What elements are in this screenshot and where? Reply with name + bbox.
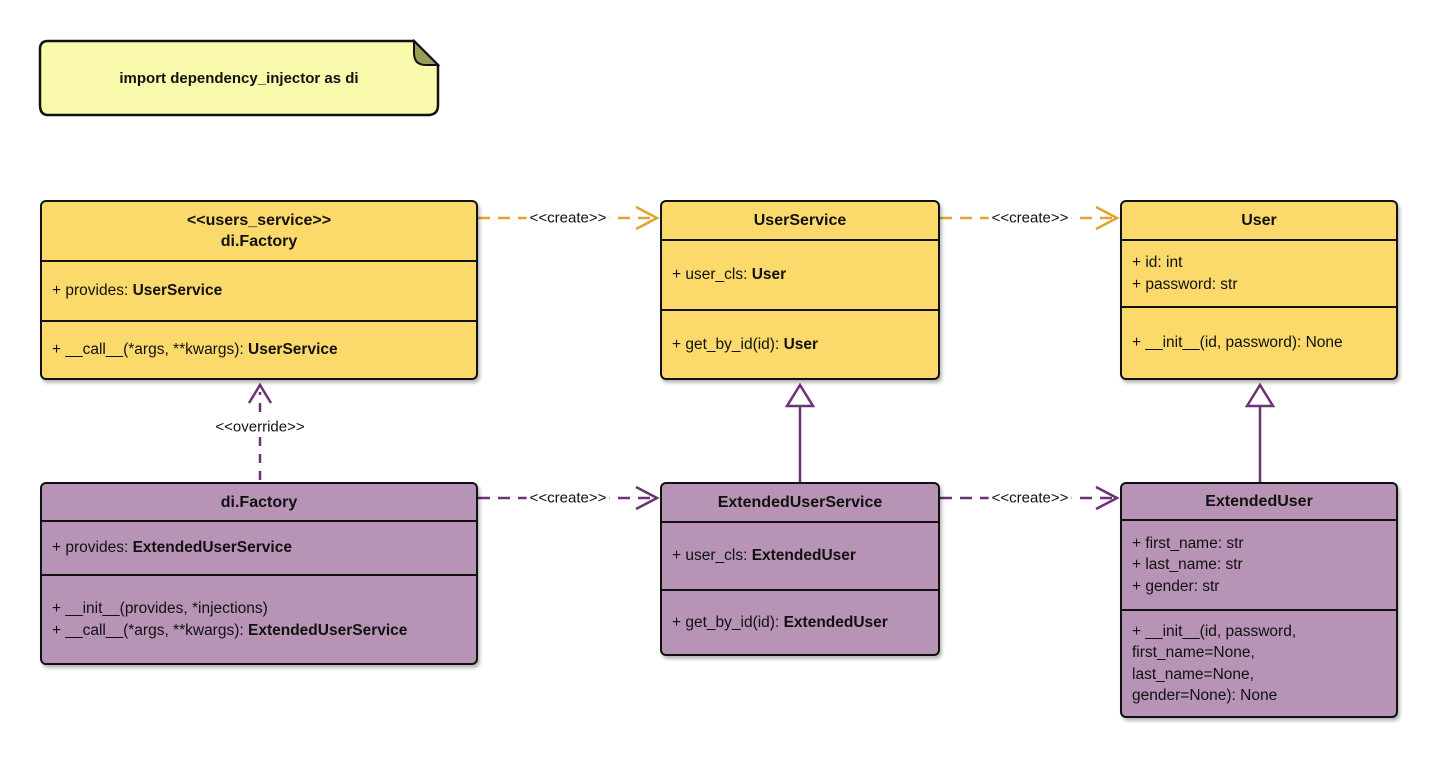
class-box-extendeduserservice: ExtendedUserService + user_cls: Extended… xyxy=(660,482,940,656)
member-line: + __init__(provides, *injections) xyxy=(52,598,466,620)
class-box-extendeduser: ExtendedUser + first_name: str + last_nam… xyxy=(1120,482,1398,718)
class-name: UserService xyxy=(753,212,847,229)
class-name: User xyxy=(1241,212,1277,229)
member-text-segment: ExtendedUserService xyxy=(248,621,408,639)
member-text-segment: User xyxy=(783,335,819,353)
class-methods: + __init__(provides, *injections) + __cal… xyxy=(42,574,476,663)
class-box-user: User + id: int + password: str + __init__… xyxy=(1120,200,1398,380)
note-shape xyxy=(38,39,441,117)
member-text-segment: + provides: xyxy=(52,282,133,300)
member-line: + get_by_id(id): ExtendedUser xyxy=(672,612,928,634)
member-line: + __init__(id, password): None xyxy=(1132,332,1386,354)
member-text-segment: + password: str xyxy=(1132,275,1238,293)
class-methods: + __init__(id, password, first_name=None,… xyxy=(1122,609,1396,716)
class-box-users-service-factory: <<users_service>> di.Factory + provides:… xyxy=(40,200,478,380)
create-label-1: <<create>> xyxy=(526,209,610,227)
class-box-extended-factory: di.Factory + provides: ExtendedUserServi… xyxy=(40,482,478,665)
member-text-segment: + get_by_id(id): xyxy=(672,335,784,353)
member-line: + id: int xyxy=(1132,252,1386,274)
class-attributes: + id: int + password: str xyxy=(1122,239,1396,306)
class-methods: + get_by_id(id): ExtendedUser xyxy=(662,589,938,654)
class-header: <<users_service>> di.Factory xyxy=(42,202,476,260)
override-label: <<override>> xyxy=(212,418,308,436)
member-line: + user_cls: User xyxy=(672,264,928,286)
class-methods: + get_by_id(id): User xyxy=(662,309,938,378)
create-label-4: <<create>> xyxy=(988,489,1072,507)
member-text-segment: ExtendedUser xyxy=(783,613,888,631)
class-attributes: + first_name: str + last_name: str + gende… xyxy=(1122,519,1396,609)
class-methods: + __init__(id, password): None xyxy=(1122,306,1396,378)
member-text-segment: + __init__(provides, *injections) xyxy=(52,600,268,617)
member-text-segment: + user_cls: xyxy=(672,547,752,565)
member-text-segment: + last_name: str xyxy=(1132,556,1243,574)
member-text-segment: UserService xyxy=(132,282,223,300)
member-line: + provides: ExtendedUserService xyxy=(52,537,466,559)
member-line: last_name=None, xyxy=(1132,664,1386,686)
member-line: + __init__(id, password, xyxy=(1132,621,1386,643)
class-methods: + __call__(*args, **kwargs): UserService xyxy=(42,320,476,378)
member-text-segment: + __init__(id, password): None xyxy=(1132,334,1343,352)
member-line: + user_cls: ExtendedUser xyxy=(672,545,928,567)
note-text: import dependency_injector as di xyxy=(119,69,359,87)
member-line: + last_name: str xyxy=(1132,554,1386,576)
member-text-segment: + first_name: str xyxy=(1132,534,1244,552)
member-text-segment: User xyxy=(751,266,787,284)
class-stereotype: <<users_service>> xyxy=(186,212,332,229)
class-attributes: + user_cls: User xyxy=(662,239,938,309)
member-text-segment: UserService xyxy=(248,341,338,359)
create-label-3: <<create>> xyxy=(526,489,610,507)
class-name: ExtendedUser xyxy=(1205,493,1313,510)
note-body xyxy=(38,39,440,117)
class-name: di.Factory xyxy=(220,493,298,511)
member-line: + provides: UserService xyxy=(52,280,466,302)
class-name: di.Factory xyxy=(220,233,298,250)
member-line: + get_by_id(id): User xyxy=(672,334,928,356)
member-line: + password: str xyxy=(1132,274,1386,296)
member-text-segment: + __init__(id, password, xyxy=(1132,622,1297,640)
member-line: first_name=None, xyxy=(1132,642,1386,664)
member-text-segment: gender=None): None xyxy=(1132,687,1278,704)
class-attributes: + user_cls: ExtendedUser xyxy=(662,521,938,589)
member-text-segment: ExtendedUserService xyxy=(132,539,292,557)
class-header: UserService xyxy=(662,202,938,239)
member-text-segment: ExtendedUser xyxy=(751,547,856,565)
class-attributes: + provides: ExtendedUserService xyxy=(42,520,476,574)
member-text-segment: + __call__(*args, **kwargs): xyxy=(52,341,248,359)
member-text-segment: + gender: str xyxy=(1132,577,1220,595)
member-line: + __call__(*args, **kwargs): UserService xyxy=(52,339,466,361)
member-text-segment: + id: int xyxy=(1132,254,1183,271)
class-header: di.Factory xyxy=(42,484,476,520)
generalization-arrow-extendeduser xyxy=(1244,382,1276,482)
class-attributes: + provides: UserService xyxy=(42,260,476,320)
member-line: + gender: str xyxy=(1132,576,1386,598)
create-label-2: <<create>> xyxy=(988,209,1072,227)
note-folded-corner-icon xyxy=(413,39,441,66)
class-header: User xyxy=(1122,202,1396,239)
class-name: ExtendedUserService xyxy=(717,494,883,511)
class-header: ExtendedUserService xyxy=(662,484,938,521)
class-box-userservice: UserService + user_cls: User + get_by_id… xyxy=(660,200,940,380)
member-text-segment: + user_cls: xyxy=(672,266,752,284)
member-line: + __call__(*args, **kwargs): ExtendedUse… xyxy=(52,620,466,642)
member-text-segment: last_name=None, xyxy=(1132,665,1254,683)
member-text-segment: + __call__(*args, **kwargs): xyxy=(52,621,248,639)
member-line: gender=None): None xyxy=(1132,685,1386,707)
member-text-segment: + get_by_id(id): xyxy=(672,613,784,631)
generalization-arrow-extendeduserservice xyxy=(784,382,816,482)
member-line: + first_name: str xyxy=(1132,533,1386,555)
member-text-segment: + provides: xyxy=(52,539,133,557)
member-text-segment: first_name=None, xyxy=(1132,644,1255,661)
class-header: ExtendedUser xyxy=(1122,484,1396,519)
